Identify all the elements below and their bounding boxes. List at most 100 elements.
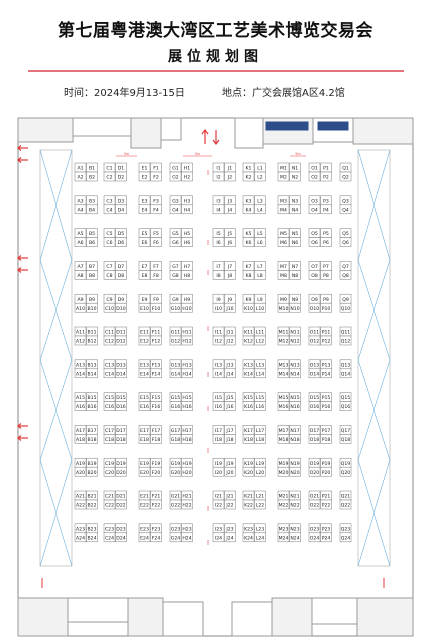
- booth-E24: E24: [138, 532, 151, 543]
- booth-label: F10: [152, 306, 161, 312]
- booth-label: E23: [140, 526, 149, 532]
- booth-label: G5: [172, 231, 179, 237]
- booth-A19: A19: [74, 457, 87, 468]
- booth-M5: M5: [277, 228, 290, 238]
- booth-label: B9: [89, 297, 95, 303]
- booth-label: B10: [88, 306, 97, 312]
- booth-F23: F23: [150, 523, 162, 534]
- booth-label: K9: [246, 297, 252, 303]
- booth-F3: F3: [150, 195, 162, 206]
- booth-label: E21: [140, 494, 149, 500]
- booth-label: H16: [182, 404, 191, 410]
- booth-label: J8: [227, 273, 232, 279]
- booth-label: E6: [142, 240, 148, 246]
- booth-label: I16: [215, 404, 222, 410]
- booth-label: G11: [171, 330, 180, 336]
- booth-label: H5: [184, 231, 190, 237]
- booth-E3: E3: [138, 195, 151, 206]
- booth-A12: A12: [74, 335, 87, 346]
- booth-F7: F7: [150, 261, 162, 271]
- booth-M23: M23: [277, 523, 290, 534]
- booth-F19: F19: [150, 457, 162, 468]
- booth-B20: B20: [86, 466, 98, 477]
- booth-label: N14: [290, 371, 299, 377]
- booth-label: G16: [171, 404, 180, 410]
- booth-J16: J16: [224, 401, 236, 411]
- booth-label: H7: [184, 264, 190, 270]
- booth-C15: C15: [103, 392, 116, 402]
- booth-label: J15: [225, 395, 233, 401]
- booth-I21: I21: [212, 490, 225, 501]
- booth-Q13: Q13: [339, 359, 352, 370]
- booth-H12: H12: [181, 335, 193, 346]
- booth-E9: E9: [138, 293, 151, 304]
- booth-label: O21: [310, 494, 320, 500]
- booth-C16: C16: [103, 401, 116, 411]
- booth-label: G24: [171, 535, 180, 541]
- booth-label: N13: [290, 362, 299, 368]
- booth-label: M24: [279, 535, 289, 541]
- booth-label: Q3: [342, 198, 349, 204]
- booth-label: E19: [140, 461, 149, 467]
- booth-label: G17: [171, 428, 180, 434]
- booth-H15: H15: [181, 392, 193, 402]
- booth-P13: P13: [320, 359, 332, 370]
- booth-label: B16: [88, 404, 97, 410]
- booth-I4: I4: [212, 204, 225, 215]
- booth-label: J21: [225, 494, 233, 500]
- booth-C2: C2: [103, 171, 116, 182]
- booth-I9: I9: [212, 293, 225, 304]
- booth-label: B7: [89, 264, 95, 270]
- booth-label: N6: [292, 240, 298, 246]
- booth-E14: E14: [138, 368, 151, 379]
- booth-D9: D9: [115, 293, 127, 304]
- booth-A15: A15: [74, 392, 87, 402]
- booth-B5: B5: [86, 228, 98, 238]
- booth-label: D5: [118, 231, 125, 237]
- booth-label: M7: [280, 264, 287, 270]
- booth-label: H20: [182, 470, 191, 476]
- booth-C1: C1: [103, 162, 116, 173]
- booth-Q4: Q4: [339, 204, 352, 215]
- booth-label: F14: [152, 371, 161, 377]
- booth-label: P3: [323, 198, 329, 204]
- booth-label: D14: [116, 371, 125, 377]
- booth-J24: J24: [224, 532, 236, 543]
- booth-label: I4: [216, 207, 220, 213]
- booth-label: J3: [227, 198, 232, 204]
- booth-K7: K7: [242, 261, 255, 271]
- booth-G1: G1: [169, 162, 182, 173]
- booth-N13: N13: [289, 359, 301, 370]
- booth-M17: M17: [277, 425, 290, 435]
- booth-F6: F6: [150, 237, 162, 247]
- booth-label: A6: [77, 240, 83, 246]
- booth-label: D1: [118, 166, 125, 172]
- booth-label: L19: [256, 461, 264, 467]
- booth-label: A21: [76, 494, 85, 500]
- booth-label: Q8: [342, 273, 349, 279]
- booth-label: O4: [311, 207, 318, 213]
- booth-F11: F11: [150, 326, 162, 337]
- exit-arrow-icon: [17, 435, 28, 441]
- booth-label: C13: [105, 362, 114, 368]
- booth-label: O20: [310, 470, 320, 476]
- booth-label: M19: [279, 461, 289, 467]
- booth-Q3: Q3: [339, 195, 352, 206]
- booth-label: K24: [244, 535, 253, 541]
- booth-label: N22: [290, 503, 299, 509]
- booth-P22: P22: [320, 499, 332, 510]
- booth-label: O7: [311, 264, 318, 270]
- booth-K8: K8: [242, 270, 255, 280]
- booth-label: P9: [323, 297, 329, 303]
- booth-B19: B19: [86, 457, 98, 468]
- booth-O8: O8: [308, 270, 321, 280]
- booth-H23: H23: [181, 523, 193, 534]
- booth-label: B2: [89, 175, 95, 181]
- booth-M6: M6: [277, 237, 290, 247]
- exit-arrow-icon: [17, 255, 28, 261]
- booth-label: E20: [140, 470, 149, 476]
- booth-F14: F14: [150, 368, 162, 379]
- booth-label: M16: [279, 404, 289, 410]
- bottom-entrance-arrows-icon: [41, 578, 385, 588]
- booth-label: H6: [184, 240, 190, 246]
